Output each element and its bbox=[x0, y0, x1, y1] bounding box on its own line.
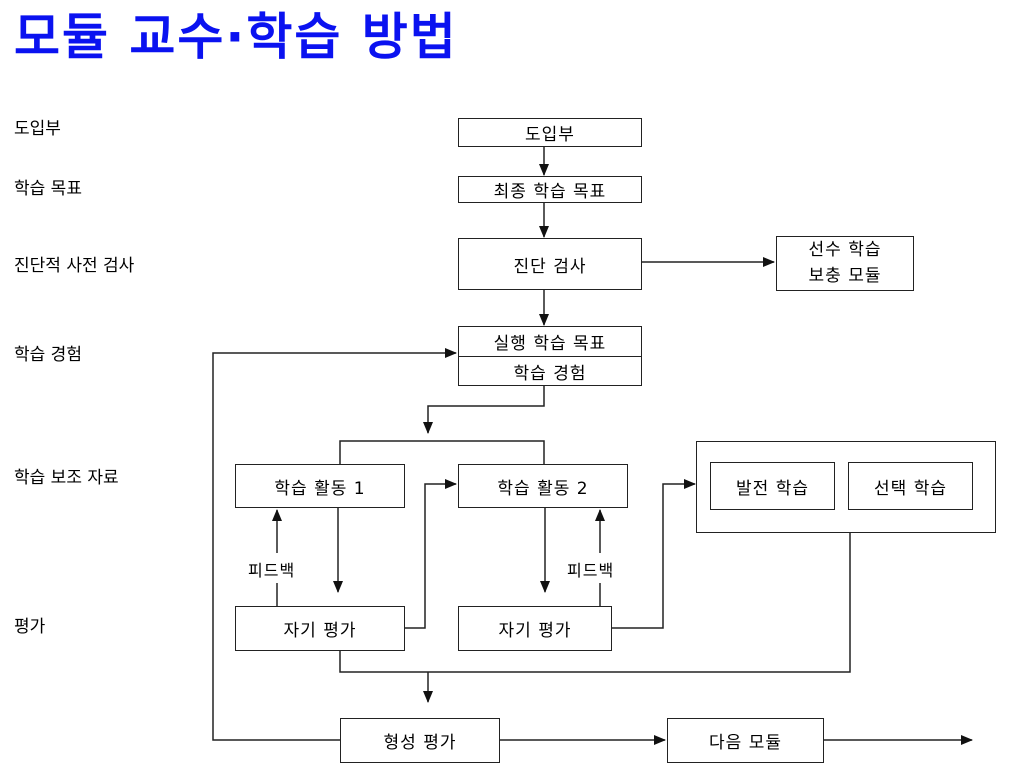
collector-bottom bbox=[339, 533, 851, 673]
arrow-selfeval1-to-activity2 bbox=[405, 479, 457, 629]
prerequisite-line-2: 보충 모듈 bbox=[808, 265, 882, 286]
stage-label-intro: 도입부 bbox=[14, 119, 61, 139]
arrow-experience-down bbox=[423, 386, 545, 434]
stage-label-objective: 학습 목표 bbox=[14, 179, 82, 199]
prerequisite-line-1: 선수 학습 bbox=[808, 240, 882, 260]
box-formative-evaluation: 형성 평가 bbox=[340, 718, 500, 763]
box-prerequisite-module: 선수 학습 보충 모듈 bbox=[776, 236, 914, 291]
box-objective-experience: 실행 학습 목표 학습 경험 bbox=[458, 326, 642, 386]
stage-label-diagnosis: 진단적 사전 검사 bbox=[14, 256, 135, 276]
page-title: 모듈 교수·학습 방법 bbox=[14, 8, 458, 66]
box-advanced-learning: 발전 학습 bbox=[710, 462, 835, 510]
arrow-selfeval2-to-advanced bbox=[612, 479, 696, 629]
box-diagnostic-test: 진단 검사 bbox=[458, 238, 642, 290]
bracket-activities-top bbox=[339, 440, 545, 464]
stage-label-evaluation: 평가 bbox=[14, 617, 46, 637]
arrow-loop-back bbox=[212, 348, 457, 741]
box-self-evaluation-2: 자기 평가 bbox=[458, 606, 612, 651]
box-performance-objective: 실행 학습 목표 bbox=[493, 334, 607, 354]
stage-label-material: 학습 보조 자료 bbox=[14, 468, 119, 488]
box-learning-experience: 학습 경험 bbox=[459, 356, 641, 386]
box-next-module: 다음 모듈 bbox=[667, 718, 824, 763]
box-elective-learning: 선택 학습 bbox=[848, 462, 973, 510]
box-activity-2: 학습 활동 2 bbox=[458, 464, 628, 508]
feedback-label-2: 피드백 bbox=[565, 557, 617, 581]
stage-label-experience: 학습 경험 bbox=[14, 345, 82, 365]
box-self-evaluation-1: 자기 평가 bbox=[235, 606, 405, 651]
feedback-label-1: 피드백 bbox=[246, 557, 298, 581]
box-intro: 도입부 bbox=[458, 118, 642, 147]
box-final-objective: 최종 학습 목표 bbox=[458, 176, 642, 203]
box-activity-1: 학습 활동 1 bbox=[235, 464, 405, 508]
